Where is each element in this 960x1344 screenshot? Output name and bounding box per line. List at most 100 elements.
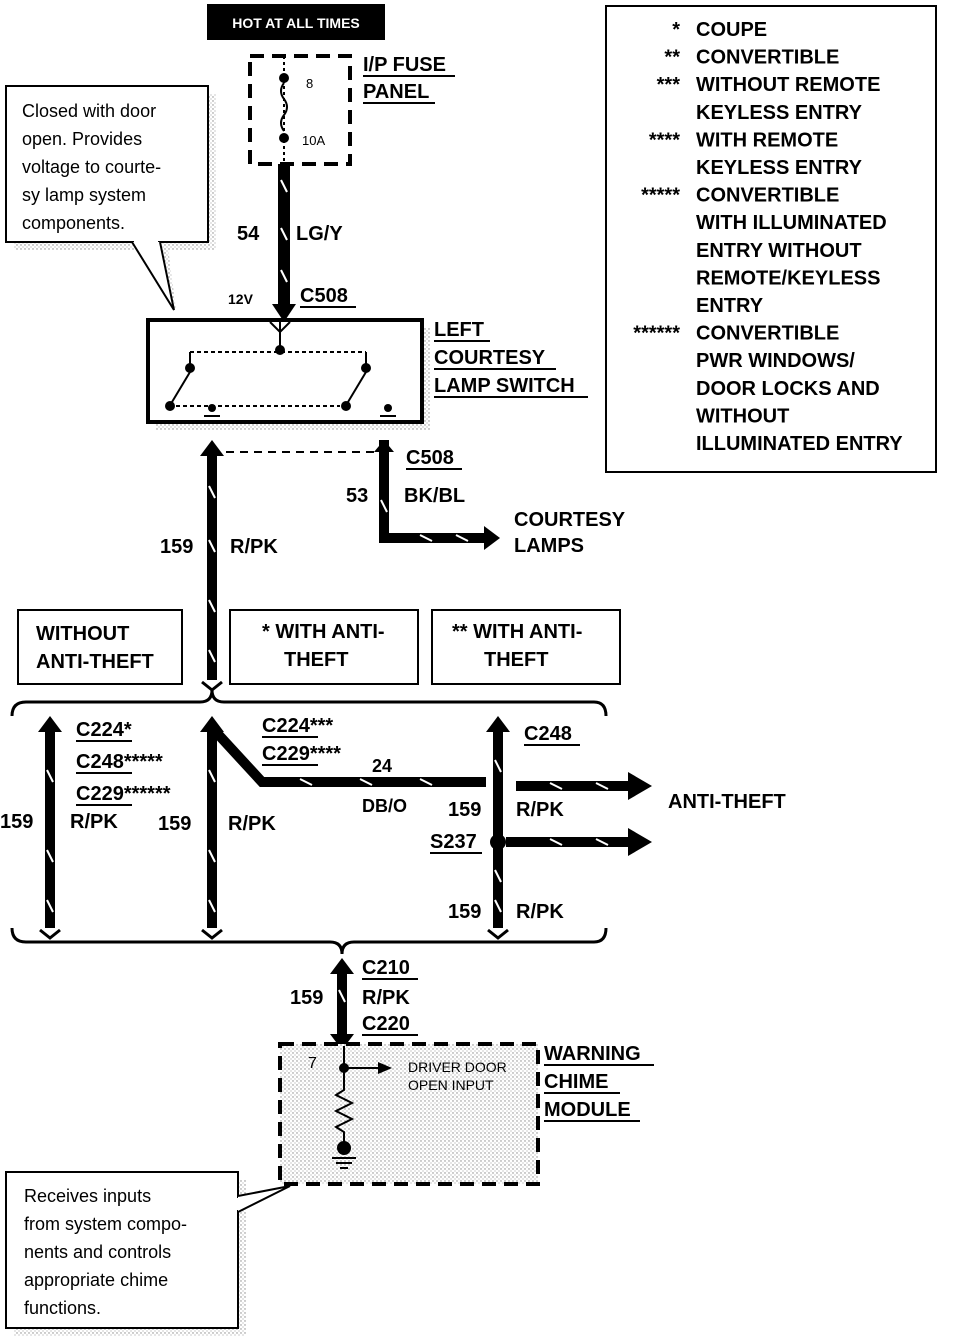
note-top-line-2: open. Provides <box>22 129 142 149</box>
svg-text:HOT AT ALL TIMES: HOT AT ALL TIMES <box>232 15 360 31</box>
anti-theft-outputs: ANTI-THEFT <box>506 772 786 856</box>
resistor-icon <box>333 1072 355 1150</box>
wire-159-color: R/PK <box>230 536 278 558</box>
wire-24: 24 DB/O <box>212 728 486 816</box>
legend-text-4-1: WITH REMOTE <box>696 129 838 151</box>
option-with-anti-theft-coupe: * WITH ANTI- THEFT <box>229 609 419 685</box>
legend-text-6-1: CONVERTIBLE <box>696 323 839 345</box>
option-with-anti-theft-convertible: ** WITH ANTI- THEFT <box>431 609 621 685</box>
fuse-panel-title-1: I/P FUSE <box>363 54 446 76</box>
svg-text:DB/O: DB/O <box>362 796 407 816</box>
svg-text:R/PK: R/PK <box>228 813 276 835</box>
wire-54: 54 LG/Y 12V C508 <box>228 164 356 322</box>
bottom-bracket <box>10 927 608 955</box>
svg-text:OPEN INPUT: OPEN INPUT <box>408 1077 494 1093</box>
svg-text:C229****: C229**** <box>262 743 341 765</box>
anti-theft-label: ANTI-THEFT <box>668 791 786 813</box>
fuse-panel-title-2: PANEL <box>363 81 429 103</box>
svg-text:159: 159 <box>448 901 481 923</box>
svg-text:C248: C248 <box>524 723 572 745</box>
wire-53-circuit: 53 <box>346 485 368 507</box>
legend-text-5-3: ENTRY WITHOUT <box>696 240 862 262</box>
wire-53-color: BK/BL <box>404 485 465 507</box>
svg-text:R/PK: R/PK <box>70 811 118 833</box>
legend-text-5-1: CONVERTIBLE <box>696 185 839 207</box>
svg-text:C210: C210 <box>362 957 410 979</box>
legend-text-3-2: KEYLESS ENTRY <box>696 102 863 124</box>
svg-text:R/PK: R/PK <box>362 987 410 1009</box>
switch-title-2: COURTESY <box>434 347 546 369</box>
legend-mark-6: ****** <box>633 323 680 345</box>
wire-54-circuit: 54 <box>237 223 260 245</box>
svg-text:C220: C220 <box>362 1013 410 1035</box>
legend-text-6-5: ILLUMINATED ENTRY <box>696 433 903 455</box>
svg-text:7: 7 <box>308 1055 317 1072</box>
svg-text:from system compo-: from system compo- <box>24 1214 187 1234</box>
legend: * COUPE ** CONVERTIBLE *** WITHOUT REMOTE KEYL… <box>605 5 937 473</box>
switch-title-3: LAMP SWITCH <box>434 375 575 397</box>
ip-fuse-panel: 8 10A I/P FUSE PANEL <box>248 54 455 166</box>
connector-c508-top: C508 <box>300 285 348 307</box>
svg-text:C248*****: C248***** <box>76 751 163 773</box>
svg-text:R/PK: R/PK <box>516 901 564 923</box>
fuse-icon <box>280 82 288 132</box>
legend-text-5-5: ENTRY <box>696 295 764 317</box>
svg-text:S237: S237 <box>430 831 477 853</box>
warning-chime-module: 7 DRIVER DOOR OPEN INPUT WARNING CHIME M… <box>278 1042 654 1186</box>
svg-text:159: 159 <box>290 987 323 1009</box>
svg-text:WARNING: WARNING <box>544 1043 641 1065</box>
connector-c508-bottom: C508 <box>406 447 454 469</box>
fuse-number: 8 <box>306 76 313 91</box>
top-bracket <box>10 689 608 717</box>
svg-text:THEFT: THEFT <box>284 649 348 671</box>
option-without-anti-theft: WITHOUT ANTI-THEFT <box>17 609 183 685</box>
svg-text:DRIVER DOOR: DRIVER DOOR <box>408 1059 507 1075</box>
courtesy-lamps-2: LAMPS <box>514 535 584 557</box>
note-top-line-4: sy lamp system <box>22 185 146 205</box>
legend-text-6-4: WITHOUT <box>696 405 789 427</box>
svg-text:159: 159 <box>158 813 191 835</box>
svg-text:159: 159 <box>0 811 33 833</box>
wire-159-left: 159 R/PK C224* C248***** C229****** <box>0 716 171 940</box>
wire-159-circuit: 159 <box>160 536 193 558</box>
wire-159-middle: 159 R/PK C224*** C229**** <box>158 715 341 940</box>
note-door-switch: Closed with door open. Provides voltage … <box>5 85 216 311</box>
svg-text:nents and controls: nents and controls <box>24 1242 171 1262</box>
note-chime-module: Receives inputs from system compo- nents… <box>5 1171 291 1336</box>
hot-at-all-times-label: HOT AT ALL TIMES <box>207 4 385 40</box>
legend-mark-1: * <box>672 19 680 41</box>
wire-159-chime: 159 R/PK C210 C220 <box>290 957 418 1050</box>
voltage-label: 12V <box>228 291 254 307</box>
wire-159-right: C248 S237 159 R/PK 159 R/PK <box>430 716 580 940</box>
legend-mark-2: ** <box>664 47 680 69</box>
legend-text-1-1: COUPE <box>696 19 767 41</box>
legend-text-5-4: REMOTE/KEYLESS <box>696 267 880 289</box>
svg-text:WITHOUT: WITHOUT <box>36 623 129 645</box>
svg-text:appropriate chime: appropriate chime <box>24 1270 168 1290</box>
legend-text-3-1: WITHOUT REMOTE <box>696 74 880 96</box>
svg-text:Receives inputs: Receives inputs <box>24 1186 151 1206</box>
left-courtesy-lamp-switch: LEFT COURTESY LAMP SWITCH <box>146 318 588 430</box>
switch-title-1: LEFT <box>434 319 484 341</box>
legend-text-6-3: DOOR LOCKS AND <box>696 378 880 400</box>
svg-text:THEFT: THEFT <box>484 649 548 671</box>
svg-text:functions.: functions. <box>24 1298 101 1318</box>
note-top-line-3: voltage to courte- <box>22 157 161 177</box>
svg-text:C229******: C229****** <box>76 783 171 805</box>
legend-mark-3: *** <box>657 74 681 96</box>
svg-text:C224***: C224*** <box>262 715 333 737</box>
legend-text-2-1: CONVERTIBLE <box>696 47 839 69</box>
svg-text:MODULE: MODULE <box>544 1099 631 1121</box>
svg-text:24: 24 <box>372 756 392 776</box>
svg-text:ANTI-THEFT: ANTI-THEFT <box>36 651 154 673</box>
legend-text-6-2: PWR WINDOWS/ <box>696 350 855 372</box>
svg-text:CHIME: CHIME <box>544 1071 608 1093</box>
note-top-line-1: Closed with door <box>22 101 156 121</box>
wire-53: C508 53 BK/BL COURTESY LAMPS <box>346 440 626 557</box>
splice-s237 <box>490 834 506 850</box>
legend-text-4-2: KEYLESS ENTRY <box>696 157 863 179</box>
svg-text:** WITH ANTI-: ** WITH ANTI- <box>452 621 582 643</box>
courtesy-lamps-1: COURTESY <box>514 509 626 531</box>
svg-text:C224*: C224* <box>76 719 132 741</box>
